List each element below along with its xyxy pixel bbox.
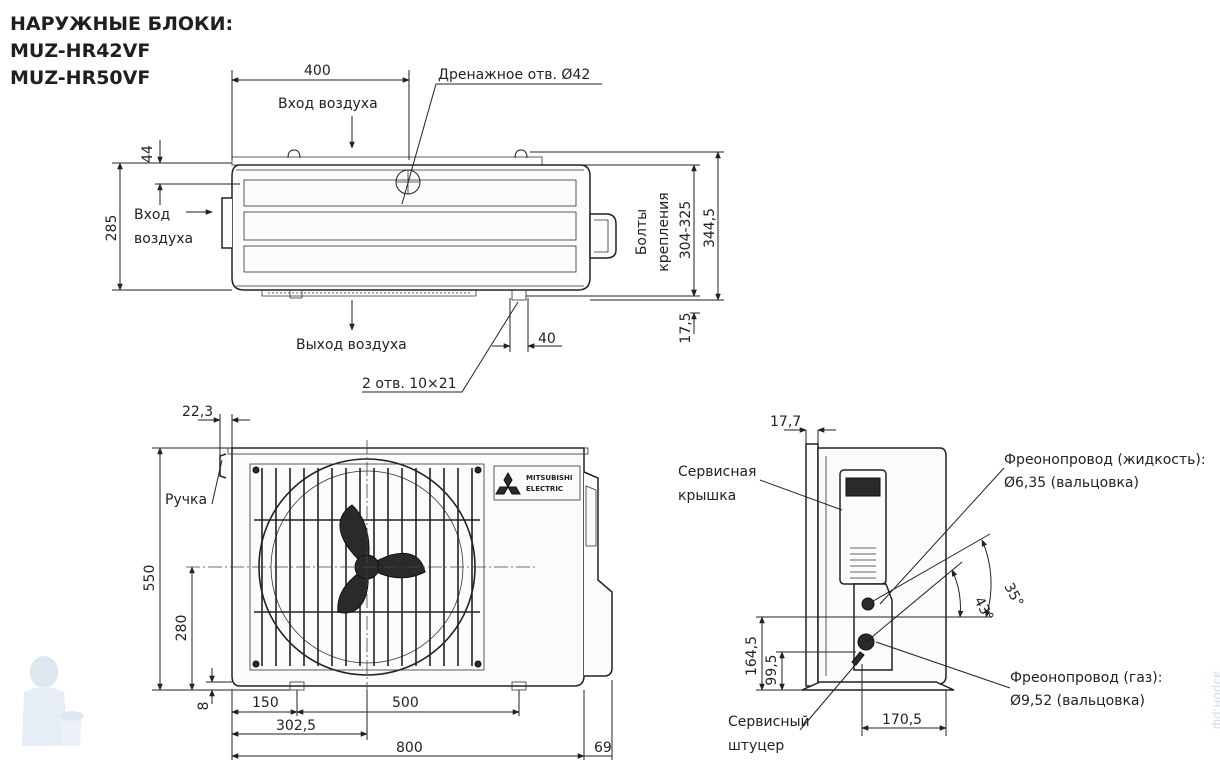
brand-line-1: MITSUBISHI [526,474,573,482]
dim-170-5: 170,5 [882,712,922,728]
page-title: НАРУЖНЫЕ БЛОКИ: MUZ-HR42VF MUZ-HR50VF [10,13,233,89]
mounting-holes-label: 2 отв. 10×21 [362,376,457,392]
bolts-label-1: Болты [634,209,650,255]
title-model-2: MUZ-HR50VF [10,67,150,89]
dim-304-325: 304-325 [678,201,694,260]
drain-hole-label: Дренажное отв. Ø42 [438,67,590,83]
dim-69: 69 [594,740,612,756]
watermark-text: аэрон.рф [1211,671,1220,729]
dim-285: 285 [104,215,120,242]
front-view: MITSUBISHI ELECTRIC 22,3 Ручка 550 280 8… [142,404,613,760]
handle-label: Ручка [165,492,207,508]
dim-8: 8 [196,702,212,711]
air-inlet-side-label-1: Вход [134,207,170,223]
dim-99-5: 99,5 [764,654,780,685]
dim-550: 550 [142,565,158,592]
air-outlet-label: Выход воздуха [296,337,407,353]
brand-line-2: ELECTRIC [526,485,563,493]
service-port-label-1: Сервисный [728,714,810,730]
top-view-body [231,164,591,291]
angle-43: 43° [970,594,996,623]
service-port-label-2: штуцер [728,738,784,754]
dim-44: 44 [140,145,156,163]
gas-pipe-label-2: Ø9,52 (вальцовка) [1010,693,1145,709]
dim-40: 40 [538,331,556,347]
dim-302-5: 302,5 [276,718,316,734]
fan-icon [337,504,426,614]
dim-344-5: 344,5 [702,208,718,248]
angle-35: 35° [1000,580,1026,609]
liquid-pipe-label-2: Ø6,35 (вальцовка) [1004,475,1139,491]
dim-164-5: 164,5 [744,636,760,676]
dim-22-3: 22,3 [182,404,213,420]
air-inlet-side-label-2: воздуха [134,231,193,247]
top-view: 400 Дренажное отв. Ø42 Вход воздуха 44 2… [104,63,724,393]
liquid-pipe-label-1: Фреонопровод (жидкость): [1004,452,1206,468]
dim-150: 150 [252,695,279,711]
air-inlet-top-label: Вход воздуха [278,96,378,112]
plumber-mascot-icon [22,656,84,746]
dim-17-7: 17,7 [770,414,801,430]
dim-17-5: 17,5 [678,312,694,343]
title-model-1: MUZ-HR42VF [10,40,150,62]
dim-800: 800 [396,740,423,756]
service-cover-label-2: крышка [678,488,736,504]
side-view: 17,7 Сервисная крышка Фреонопровод (жидк… [678,414,1206,754]
title-line-1: НАРУЖНЫЕ БЛОКИ: [10,13,233,35]
bolts-label-2: крепления [656,192,672,271]
dim-280: 280 [174,615,190,642]
dim-500: 500 [392,695,419,711]
gas-pipe-label-1: Фреонопровод (газ): [1010,670,1162,686]
watermark: аэрон.рф [22,656,1220,746]
mitsubishi-logo-icon [495,471,521,495]
brand-logo [493,465,581,501]
service-cover-label-1: Сервисная [678,464,756,480]
dim-400: 400 [304,63,331,79]
